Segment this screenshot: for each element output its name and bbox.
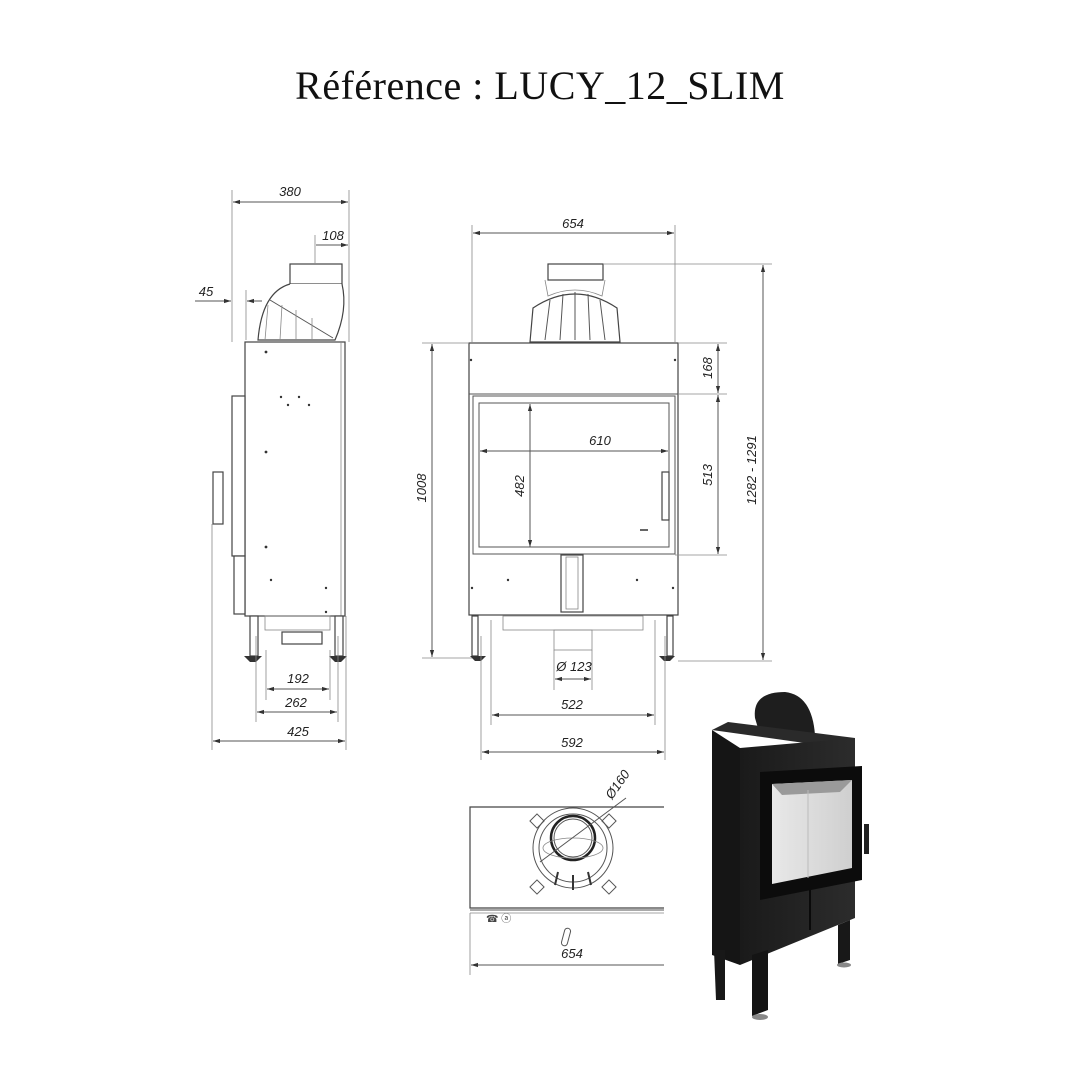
dim-air-inlet: Ø 123 xyxy=(555,659,592,674)
top-view: Ø160 ☎ ⓐ 654 xyxy=(469,766,664,975)
dim-base-depth: 425 xyxy=(287,724,309,739)
dim-left-offset: 45 xyxy=(199,284,214,299)
dim-top-width: 654 xyxy=(561,946,583,961)
symbols-icon: ☎ ⓐ xyxy=(486,913,511,925)
dim-front-width: 654 xyxy=(562,216,584,231)
side-view: 380 108 45 192 262 425 xyxy=(195,184,350,750)
front-view: 654 610 482 168 513 1282 - 1291 1008 Ø 1… xyxy=(414,216,772,760)
dim-leg-inner: 192 xyxy=(287,671,309,686)
dim-leg-span-outer: 592 xyxy=(561,735,583,750)
dim-top-panel: 168 xyxy=(700,356,715,378)
dim-flue-offset: 108 xyxy=(322,228,344,243)
page-title: Référence : LUCY_12_SLIM xyxy=(295,63,785,108)
dim-flue-diameter: Ø160 xyxy=(602,766,634,802)
product-render xyxy=(712,692,869,1020)
dim-door-width: 610 xyxy=(589,433,611,448)
dim-total-height: 1282 - 1291 xyxy=(744,435,759,504)
dim-door-height: 482 xyxy=(512,474,527,496)
dim-body-height: 1008 xyxy=(414,473,429,503)
dim-side-depth: 380 xyxy=(279,184,301,199)
dim-leg-mid: 262 xyxy=(284,695,307,710)
dim-window-height: 513 xyxy=(700,463,715,485)
dim-leg-span-inner: 522 xyxy=(561,697,583,712)
